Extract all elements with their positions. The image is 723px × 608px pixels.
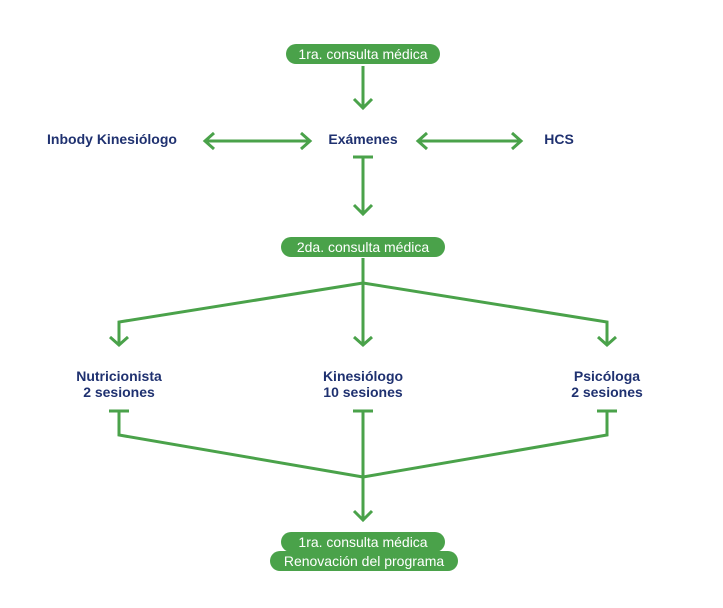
nutricionista-title: Nutricionista [76, 368, 162, 384]
arrowhead-hcs-right [511, 131, 524, 151]
arrowhead-hcs-left [415, 131, 428, 151]
first-consult-node: 1ra. consulta médica [286, 44, 440, 64]
arrowhead-inbody-left [202, 131, 215, 151]
hcs-node: HCS [544, 131, 574, 147]
final-consult-line2: Renovación del programa [270, 551, 458, 571]
arrowhead-first-to-examenes [352, 97, 374, 111]
psicologa-node: Psicóloga 2 sesiones [547, 368, 667, 400]
kinesiologo-node: Kinesiólogo 10 sesiones [303, 368, 423, 400]
arrowhead-inbody-right [300, 131, 313, 151]
examenes-node: Exámenes [328, 131, 398, 147]
final-consult-line1: 1ra. consulta médica [281, 532, 445, 552]
second-consult-node: 2da. consulta médica [281, 237, 445, 257]
line-psicologa-merge [362, 409, 617, 479]
psicologa-title: Psicóloga [573, 368, 641, 384]
arrow-second-to-nutricionista [117, 281, 364, 345]
psicologa-sessions: 2 sesiones [571, 384, 643, 400]
nutricionista-sessions: 2 sesiones [83, 384, 155, 400]
kinesiologo-sessions: 10 sesiones [323, 384, 403, 400]
arrow-examenes-to-second [353, 155, 373, 214]
arrowhead-kinesiologo [353, 335, 373, 348]
arrow-second-to-psicologa [362, 281, 609, 345]
arrowhead-nutricionista [109, 335, 129, 348]
arrow-kinesiologo-to-final [353, 409, 373, 520]
nutricionista-node: Nutricionista 2 sesiones [59, 368, 179, 400]
inbody-node: Inbody Kinesiólogo [47, 131, 177, 147]
arrowhead-psicologa [597, 335, 617, 348]
arrowhead-examenes-to-second [352, 203, 374, 217]
line-nutricionista-merge [109, 409, 364, 479]
arrowhead-final [352, 509, 374, 523]
kinesiologo-title: Kinesiólogo [322, 368, 404, 384]
